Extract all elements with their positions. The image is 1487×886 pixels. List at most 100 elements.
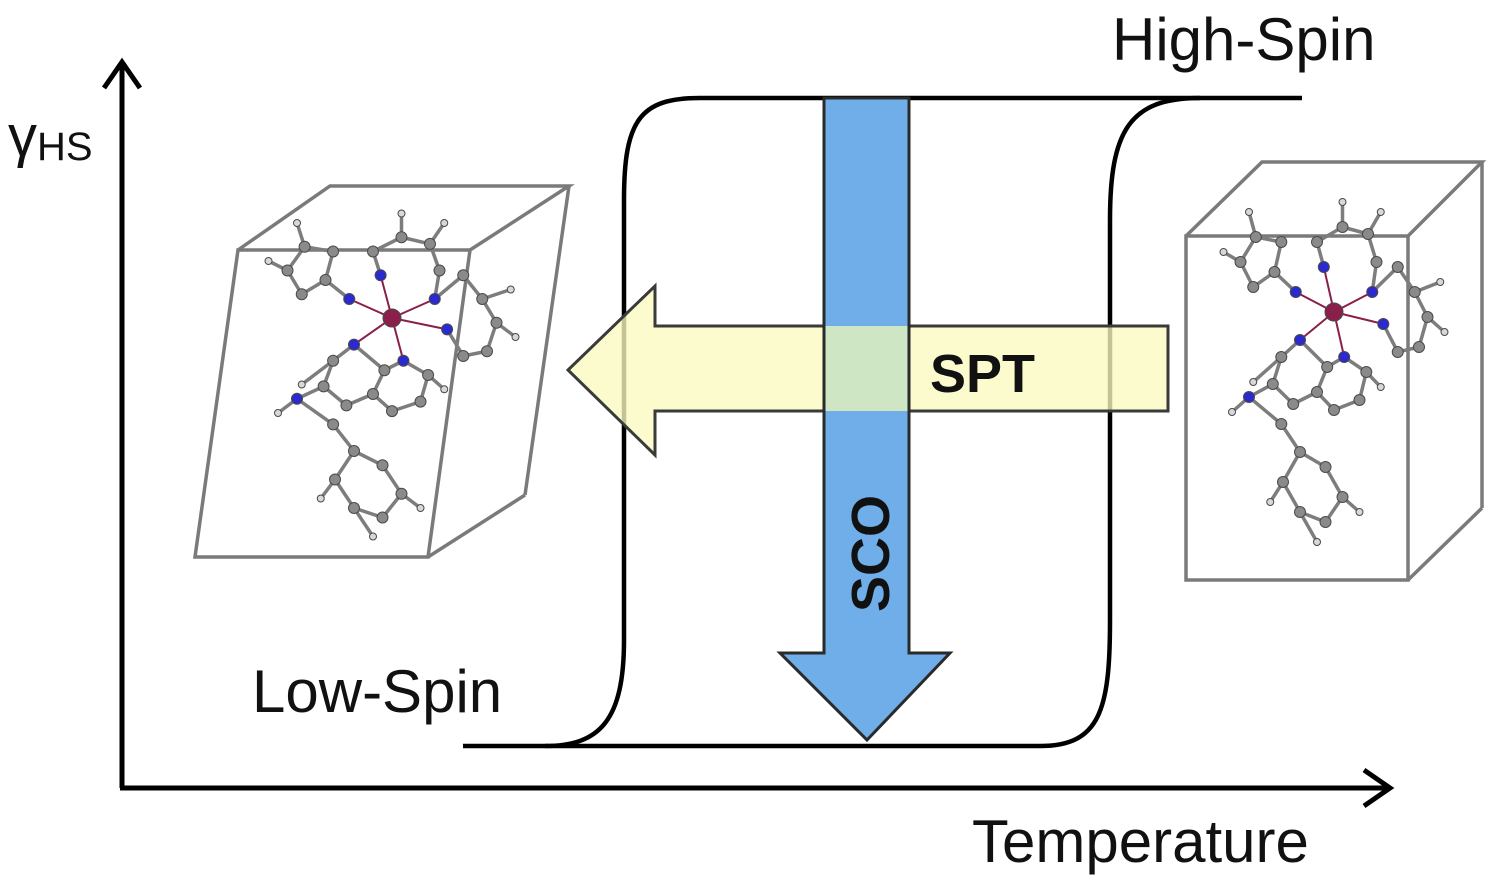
hydrogen-atom: [316, 494, 325, 503]
carbon-atom: [457, 350, 470, 362]
carbon-atom: [1275, 351, 1288, 363]
carbon-atom: [1360, 366, 1373, 378]
carbon-atom: [1319, 461, 1332, 473]
high-spin-label: High-Spin: [1112, 6, 1375, 73]
metal-atom: [382, 308, 402, 328]
hydrogen-atom: [506, 285, 515, 294]
high-spin-molecule: [1219, 198, 1449, 546]
bond: [300, 359, 335, 386]
carbon-atom: [395, 487, 408, 500]
carbon-atom: [1336, 221, 1349, 233]
carbon-atom: [1321, 361, 1334, 373]
carbon-atom: [424, 237, 436, 250]
carbon-atom: [1336, 491, 1349, 503]
carbon-atom: [1294, 446, 1306, 458]
carbon-atom: [476, 293, 489, 305]
carbon-atom: [1277, 476, 1289, 488]
x-axis-label: Temperature: [972, 808, 1309, 875]
carbon-atom: [340, 399, 353, 412]
carbon-atom: [348, 445, 360, 457]
nitrogen-atom: [291, 392, 303, 405]
sco-arrow: [776, 96, 954, 743]
carbon-atom: [329, 473, 341, 486]
carbon-atom: [327, 418, 340, 431]
low-spin-unit-cell: [192, 184, 575, 559]
carbon-atom: [1362, 228, 1374, 240]
bond: [1247, 395, 1283, 426]
high-spin-cell-edges: [1184, 160, 1487, 582]
carbon-atom: [1311, 236, 1323, 248]
carbon-atom: [1413, 341, 1425, 353]
bond: [1298, 338, 1329, 369]
carbon-atom: [1268, 266, 1281, 278]
carbon-atom: [1353, 394, 1366, 406]
hydrogen-atom: [1436, 278, 1445, 286]
hydrogen-atom: [1440, 328, 1449, 336]
nitrogen-atom: [343, 293, 356, 305]
bond: [433, 273, 465, 301]
y-axis-label-symbol: γ: [8, 104, 37, 169]
carbon-atom: [376, 459, 389, 472]
carbon-atom: [317, 380, 330, 393]
carbon-atom: [1249, 231, 1262, 243]
hydrogen-atom: [1355, 508, 1364, 516]
carbon-atom: [1328, 404, 1340, 416]
x-axis-arrowhead: [1362, 767, 1395, 809]
axes: [101, 57, 1395, 809]
carbon-atom: [348, 502, 360, 514]
carbon-atom: [319, 274, 332, 286]
y-axis-arrowhead: [101, 57, 143, 90]
carbon-atom: [457, 269, 470, 282]
nitrogen-atom: [1366, 286, 1379, 298]
hydrogen-atom: [440, 219, 449, 227]
nitrogen-atom: [1317, 261, 1330, 273]
carbon-atom: [1266, 378, 1279, 390]
low-spin-label: Low-Spin: [252, 658, 502, 725]
nitrogen-atom: [1243, 391, 1255, 403]
carbon-atom: [298, 240, 311, 253]
carbon-atom: [1408, 286, 1421, 298]
nitrogen-atom: [1338, 351, 1351, 363]
bond: [352, 343, 386, 372]
high-spin-unit-cell: [1184, 160, 1487, 582]
carbon-atom: [1275, 418, 1288, 430]
carbon-atom: [1247, 281, 1260, 293]
heating-branch: [463, 95, 1302, 749]
hydrogen-atom: [1245, 208, 1253, 216]
hydrogen-atom: [297, 380, 306, 389]
y-axis-label: γHS: [8, 104, 93, 169]
nitrogen-atom: [348, 338, 360, 351]
carbon-atom: [327, 245, 340, 258]
carbon-atom: [1234, 256, 1247, 268]
carbon-atom: [295, 288, 308, 301]
low-spin-cell-edges: [192, 184, 575, 559]
nitrogen-atom: [374, 269, 387, 282]
carbon-atom: [414, 395, 427, 408]
carbon-atom: [1311, 386, 1323, 398]
hydrogen-atom: [1228, 408, 1236, 416]
hydrogen-atom: [416, 504, 425, 512]
hydrogen-atom: [1313, 538, 1321, 546]
arrow-overlap: [824, 326, 909, 411]
carbon-atom: [386, 405, 398, 418]
carbon-atom: [422, 369, 435, 381]
hydrogen-atom: [1219, 248, 1228, 256]
carbon-atom: [1391, 261, 1404, 273]
carbon-atom: [1275, 236, 1288, 248]
carbon-atom: [1391, 346, 1404, 358]
bond: [1252, 355, 1283, 384]
low-spin-molecule: [264, 209, 520, 541]
hydrogen-atom: [1249, 378, 1258, 386]
y-axis-label-subscript: HS: [37, 125, 93, 169]
carbon-atom: [395, 231, 408, 244]
hydrogen-atom: [511, 333, 520, 341]
nitrogen-atom: [428, 293, 441, 305]
sco-arrow-shape: [776, 96, 954, 743]
carbon-atom: [367, 245, 379, 258]
nitrogen-atom: [1289, 286, 1302, 298]
carbon-atom: [1421, 311, 1434, 323]
hydrogen-atom: [369, 532, 377, 541]
carbon-atom: [481, 345, 493, 358]
nitrogen-atom: [441, 323, 454, 336]
hydrogen-atom: [1266, 498, 1275, 506]
